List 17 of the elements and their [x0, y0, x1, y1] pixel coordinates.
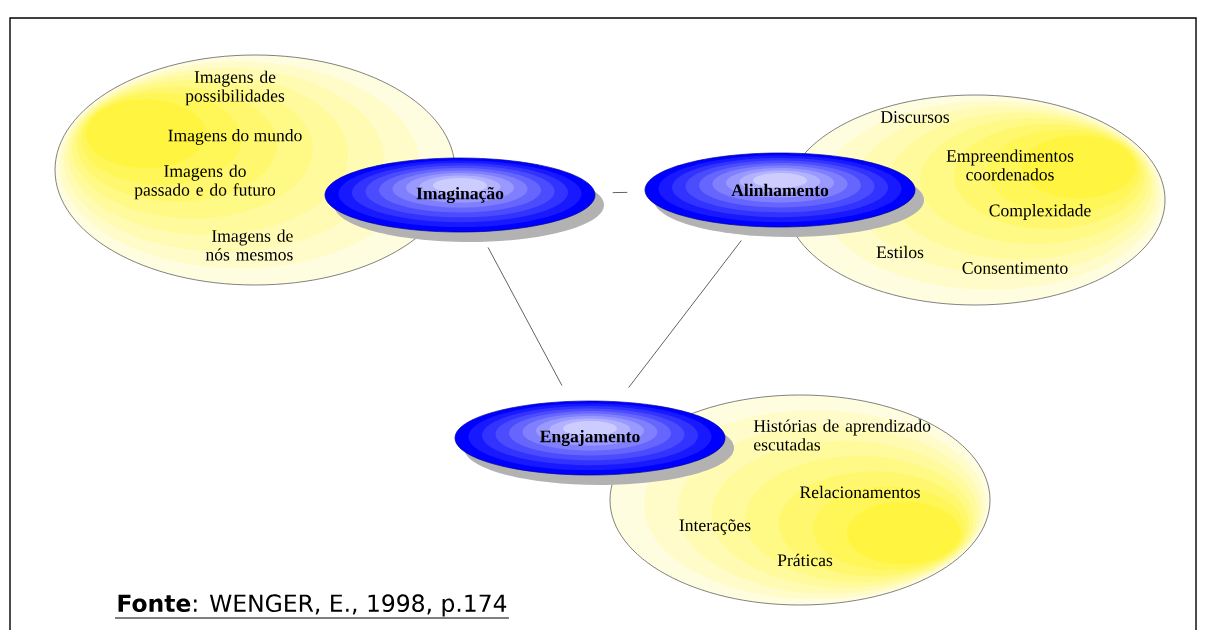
item-text: Relacionamentos [800, 485, 920, 499]
item-text: Imagens de possibilidades [185, 70, 285, 106]
item-text: Discursos [880, 111, 949, 123]
connector-line [628, 240, 742, 388]
item-text: Complexidade [989, 204, 1091, 220]
item-text: Interações [679, 519, 751, 535]
item-text: Imagens do passado e do futuro [134, 164, 276, 200]
item-text: Imagens de nós mesmos [205, 229, 293, 261]
connector-line [612, 192, 628, 194]
item-text: Estilos [876, 245, 924, 259]
item-text: Empreendimentos coordenados [946, 149, 1074, 181]
source-caption: Fonte: WENGER, E., 1998, p.174 [114, 594, 510, 619]
item-text: Consentimento [962, 262, 1068, 274]
item-text: Histórias de aprendizado escutadas [753, 419, 931, 451]
connector-line [487, 247, 563, 386]
item-text: Imagens do mundo [168, 129, 302, 145]
item-text: Práticas [777, 553, 833, 567]
